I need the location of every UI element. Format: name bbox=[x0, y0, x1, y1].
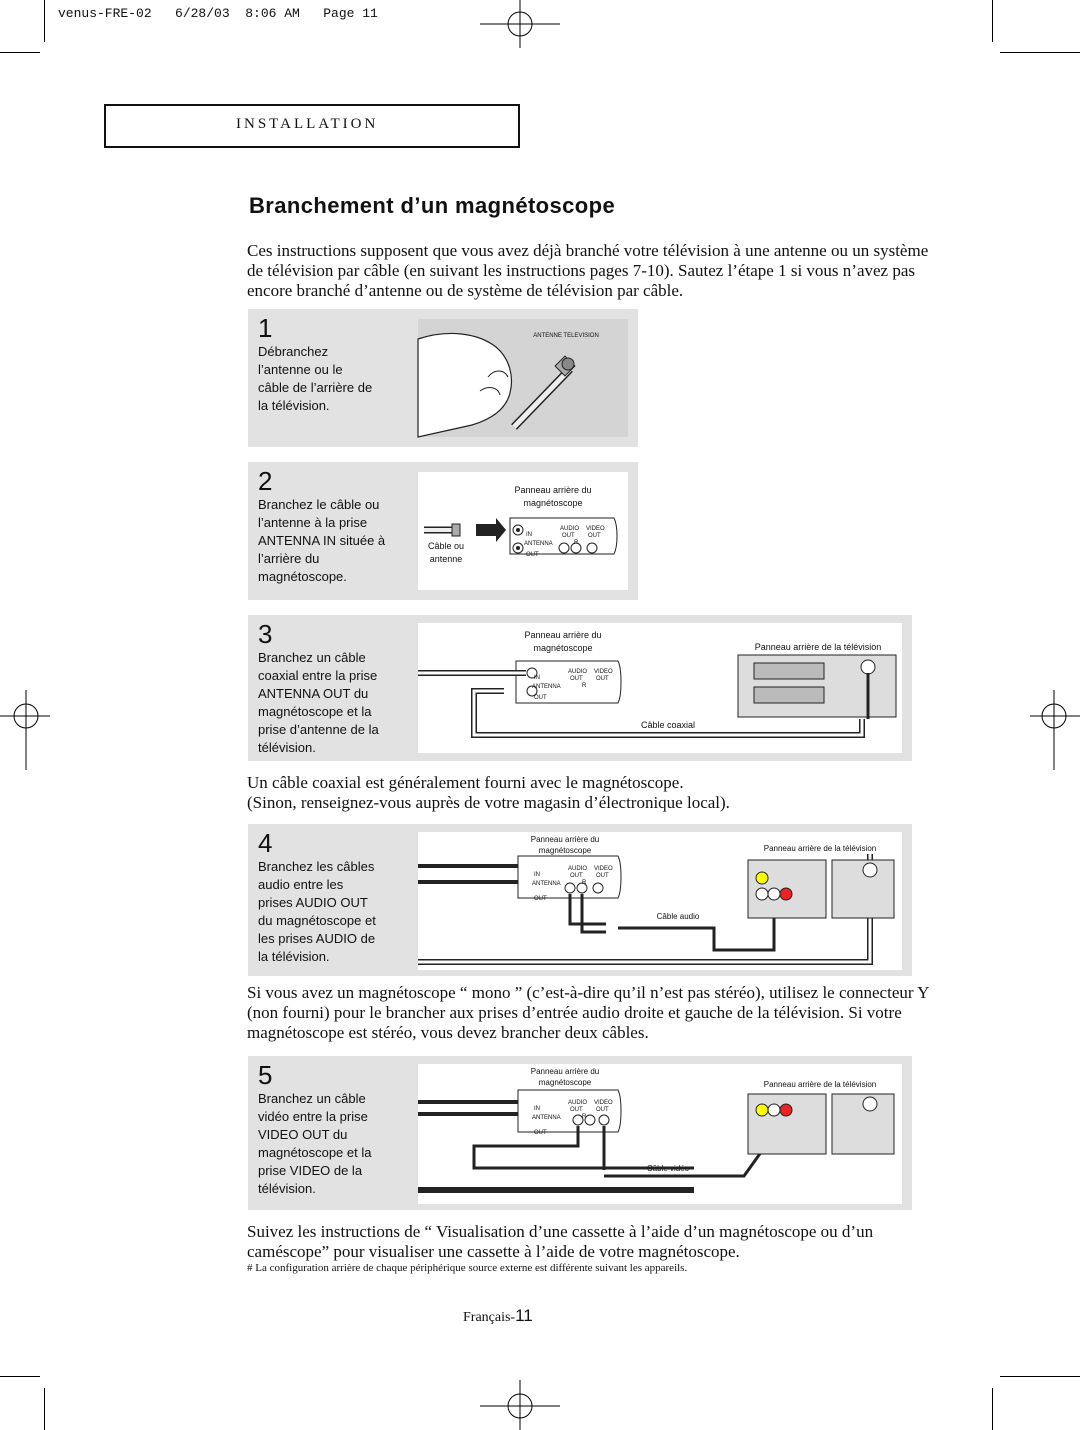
step-3: 3 Branchez un câble coaxial entre la pri… bbox=[248, 615, 912, 761]
jack-label-r: R bbox=[582, 880, 587, 886]
tv-panel-label: Panneau arrière de la télévision bbox=[754, 642, 882, 652]
step-text: Débranchez l’antenne ou le câble de l’ar… bbox=[258, 344, 373, 413]
step-number: 1 bbox=[258, 313, 273, 343]
step-number: 5 bbox=[258, 1060, 273, 1090]
registration-mark-right bbox=[1030, 690, 1080, 770]
jack-label-in: IN bbox=[534, 1106, 540, 1112]
jack-label-out: OUT bbox=[534, 1130, 547, 1136]
section-header-box bbox=[104, 104, 520, 148]
illustration-antenna-unplug: ANTENNE TELEVISION bbox=[417, 319, 628, 438]
jack-label-audio-out: OUT bbox=[562, 533, 575, 539]
jack-label-audio: AUDIO bbox=[568, 669, 588, 675]
jack-label-video-out: OUT bbox=[596, 873, 609, 879]
jack-label-audio-out: OUT bbox=[570, 676, 583, 682]
jack-label-r: R bbox=[574, 540, 579, 546]
jack-label-audio: AUDIO bbox=[568, 866, 588, 872]
jack-label-video-out: OUT bbox=[596, 676, 609, 682]
jack-label-in: IN bbox=[534, 872, 540, 878]
jack-label-video: VIDEO bbox=[594, 669, 613, 675]
print-slug: venus-FRE-02 6/28/03 8:06 AM Page 11 bbox=[58, 6, 378, 21]
step-1: 1 Débranchez l’antenne ou le câble de l’… bbox=[248, 309, 638, 447]
audio-diagram bbox=[418, 854, 895, 965]
tv-panel-label: Panneau arrière de la télévision bbox=[763, 844, 877, 853]
crop-mark bbox=[992, 1388, 993, 1430]
vcr-panel-label: Panneau arrière du magnétoscope bbox=[530, 835, 600, 855]
jack-label-video: VIDEO bbox=[594, 1100, 613, 1106]
cable-label: Câble audio bbox=[656, 912, 700, 921]
jack-label-in: IN bbox=[526, 532, 532, 538]
jack-label-audio: AUDIO bbox=[568, 1100, 588, 1106]
jack-label-antenna: ANTENNA bbox=[524, 541, 553, 547]
video-diagram bbox=[418, 1089, 895, 1193]
jack-label-antenna: ANTENNA bbox=[532, 1115, 561, 1121]
jack-label-video-out: OUT bbox=[588, 533, 601, 539]
jack-label-out: OUT bbox=[534, 695, 547, 701]
tv-panel-label: Panneau arrière de la télévision bbox=[763, 1080, 877, 1089]
step-number: 2 bbox=[258, 466, 273, 496]
step-text: Branchez les câbles audio entre les pris… bbox=[258, 859, 376, 964]
vcr-panel-label: Panneau arrière du magnétoscope bbox=[514, 485, 592, 508]
footer-language: Français- bbox=[463, 1310, 516, 1325]
crop-mark bbox=[1000, 52, 1080, 53]
jack-label-in: IN bbox=[534, 675, 540, 681]
step-text: Branchez le câble ou l’antenne à la pris… bbox=[258, 497, 386, 584]
note-coaxial: Un câble coaxial est généralement fourni… bbox=[247, 773, 684, 792]
step-number: 4 bbox=[258, 828, 273, 858]
crop-mark bbox=[1000, 1376, 1080, 1377]
registration-mark-top bbox=[480, 0, 560, 48]
vcr-panel-label: Panneau arrière du magnétoscope bbox=[524, 630, 602, 653]
registration-mark-left bbox=[0, 690, 50, 770]
footer-page: 11 bbox=[515, 1306, 533, 1325]
page-number: Français-11 bbox=[463, 1306, 533, 1326]
note-mono: Si vous avez un magnétoscope “ mono ” (c… bbox=[247, 983, 929, 1042]
illustration-video: Panneau arrière du magnétoscope Panneau … bbox=[418, 1064, 902, 1204]
illustration-coaxial: Panneau arrière du magnétoscope Panneau … bbox=[418, 623, 902, 753]
jack-label-video: VIDEO bbox=[586, 526, 605, 532]
jack-label-audio-out: OUT bbox=[570, 1107, 583, 1113]
crop-mark bbox=[0, 52, 40, 53]
page-title: Branchement d’un magnétoscope bbox=[249, 193, 616, 218]
jack-label-r: R bbox=[582, 1114, 587, 1120]
vcr-panel-diagram bbox=[424, 517, 618, 555]
jack-label-antenna: ANTENNA bbox=[532, 684, 561, 690]
intro-paragraph: Ces instructions supposent que vous avez… bbox=[247, 241, 929, 300]
crop-mark bbox=[44, 1388, 45, 1430]
cable-label: Câble coaxial bbox=[640, 720, 696, 730]
crop-mark bbox=[992, 0, 993, 42]
coaxial-diagram bbox=[418, 654, 897, 738]
jack-label-r: R bbox=[582, 683, 587, 689]
registration-mark-bottom bbox=[480, 1380, 560, 1430]
antenna-label: ANTENNE TELEVISION bbox=[533, 333, 599, 339]
crop-mark bbox=[44, 0, 45, 42]
jack-label-out: OUT bbox=[534, 896, 547, 902]
note-coaxial-2: (Sinon, renseignez-vous auprès de votre … bbox=[247, 793, 730, 812]
jack-label-audio: AUDIO bbox=[560, 526, 580, 532]
jack-label-out: OUT bbox=[526, 552, 539, 558]
hand-icon bbox=[417, 332, 576, 438]
step-number: 3 bbox=[258, 619, 273, 649]
step-4: 4 Branchez les câbles audio entre les pr… bbox=[248, 824, 912, 976]
jack-label-video: VIDEO bbox=[594, 866, 613, 872]
illustration-audio: Panneau arrière du magnétoscope Panneau … bbox=[418, 832, 902, 970]
jack-label-video-out: OUT bbox=[596, 1107, 609, 1113]
step-2: 2 Branchez le câble ou l’antenne à la pr… bbox=[248, 462, 638, 600]
jack-label-antenna: ANTENNA bbox=[532, 881, 561, 887]
cable-label: Câble ou antenne bbox=[427, 541, 465, 564]
jack-label-audio-out: OUT bbox=[570, 873, 583, 879]
step-text: Branchez un câble coaxial entre la prise… bbox=[258, 650, 379, 755]
step-5: 5 Branchez un câble vidéo entre la prise… bbox=[248, 1056, 912, 1210]
step-text: Branchez un câble vidéo entre la prise V… bbox=[258, 1091, 372, 1196]
section-label: INSTALLATION bbox=[236, 116, 379, 132]
footnote: # La configuration arrière de chaque pér… bbox=[247, 1262, 688, 1274]
note-visualisation: Suivez les instructions de “ Visualisati… bbox=[247, 1222, 874, 1261]
crop-mark bbox=[0, 1376, 40, 1377]
illustration-vcr-antenna-in: Panneau arrière du magnétoscope Câble ou… bbox=[418, 472, 628, 590]
vcr-panel-label: Panneau arrière du magnétoscope bbox=[530, 1067, 600, 1087]
